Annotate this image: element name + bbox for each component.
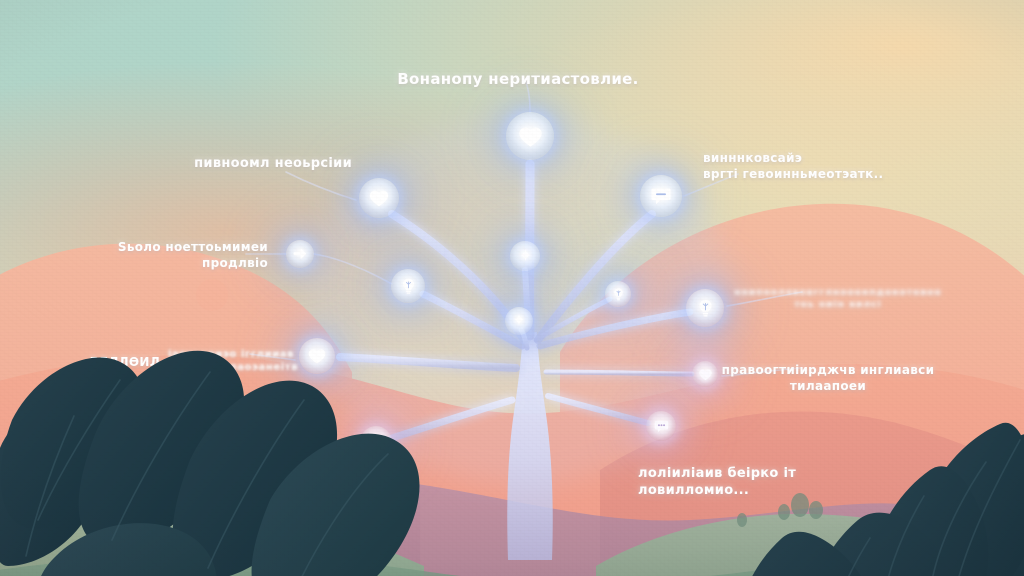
- caption-bottom-right: лоліиліаив беірко іт ловилломио...: [638, 466, 797, 499]
- node-spark-center[interactable]: [510, 241, 540, 271]
- node-heart-low-left[interactable]: [299, 338, 335, 374]
- heart-icon: [517, 123, 544, 150]
- lightbulb-icon: [611, 287, 626, 302]
- chat-dots-icon: [653, 418, 670, 435]
- node-bulb-right[interactable]: [686, 289, 724, 327]
- caption-upper-right: винннковсайэ вргті гевоинньмеотэатк..: [703, 151, 884, 181]
- node-left-heart[interactable]: [359, 178, 399, 218]
- share-icon: [367, 433, 385, 451]
- heart-icon: [698, 367, 713, 382]
- heart-icon: [368, 187, 390, 209]
- node-crown-heart[interactable]: [506, 112, 554, 160]
- caption-mid-left: Ѕьоло ноеттоьмимеи продлвіо: [117, 240, 268, 270]
- node-heart-right-sm[interactable]: [692, 361, 718, 387]
- node-arrow-left[interactable]: [286, 240, 314, 268]
- chat-bubble-icon: [649, 184, 673, 208]
- sparkle-icon: [511, 313, 527, 329]
- sparkle-icon: [517, 248, 534, 265]
- node-chat-right[interactable]: [640, 175, 682, 217]
- arrow-right-icon: [292, 246, 308, 262]
- caption-left-label: ЕЛЛЛѲИЛ: [89, 355, 160, 369]
- caption-far-right-smudge: ноипоолявовгглноооепдоеотовно тоь оиіо в…: [734, 288, 942, 310]
- node-spark-low[interactable]: [505, 307, 533, 335]
- caption-left-smudge: іатиэцеиэо ігглииав анннэанітпаоэанеітв: [168, 349, 299, 374]
- lightbulb-icon: [695, 298, 716, 319]
- caption-upper-left: пивноомл неоьрсіии: [194, 156, 352, 171]
- caption-headline: Вонанопу неритиастовлие.: [397, 70, 639, 88]
- node-bulb-left[interactable]: [391, 269, 425, 303]
- caption-bottom-left: ввтитаьиетс тенкете.: [228, 475, 394, 490]
- node-chat-bottom[interactable]: [646, 411, 676, 441]
- heart-icon: [307, 346, 327, 366]
- caption-right-mid: правоогтиіирджчв инглиавси тилаапоеи: [721, 363, 935, 393]
- lightbulb-icon: [399, 277, 418, 296]
- node-bulb-right-sm[interactable]: [605, 281, 631, 307]
- node-share-bottom[interactable]: [360, 426, 392, 458]
